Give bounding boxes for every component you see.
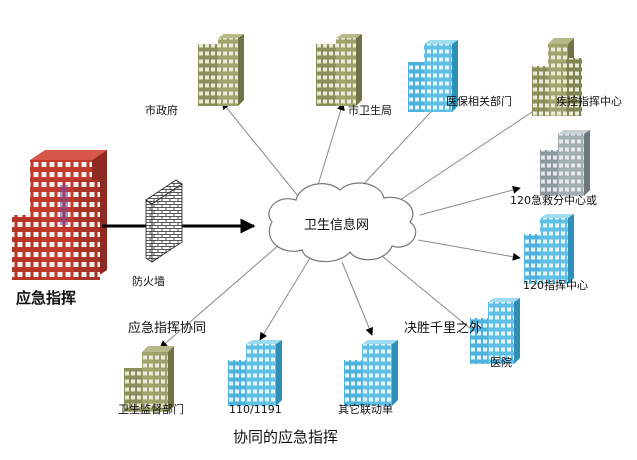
link-city-gov — [221, 101, 299, 197]
link-cdc — [399, 97, 554, 201]
police-110-building-icon — [228, 340, 282, 406]
label-cloud-network: 卫生信息网 — [304, 218, 370, 233]
diagram-title: 协同的应急指挥 — [233, 428, 339, 446]
red-building-icon — [12, 150, 107, 280]
health-supervision-building-icon — [124, 346, 174, 412]
label-cdc: 疾控指挥中心 — [556, 95, 622, 108]
other-units-building-icon — [344, 340, 398, 406]
overlay-text-right: 决胜千里之外 — [404, 321, 483, 336]
link-rescue-120 — [419, 186, 521, 216]
hospital-building-icon — [470, 298, 520, 364]
cloud-icon — [268, 182, 417, 263]
link-medical-insurance — [359, 99, 443, 189]
link-police-110 — [259, 257, 311, 341]
label-police-110: 110/1191 — [229, 403, 282, 416]
link-other-units — [341, 261, 373, 336]
connector-lines — [159, 97, 554, 349]
city-gov-building-icon — [198, 34, 244, 106]
link-command-120 — [417, 239, 521, 261]
label-health-supervision: 卫生监督部门 — [118, 403, 184, 416]
overlay-text-left: 应急指挥协同 — [128, 321, 207, 336]
medical-insurance-building-icon — [408, 40, 458, 112]
label-rescue-120: 120急救分中心或 — [510, 194, 597, 207]
label-source-command: 应急指挥 — [16, 289, 77, 307]
link-health-supervision — [159, 243, 281, 349]
link-hospital — [381, 255, 483, 339]
label-city-gov: 市政府 — [145, 104, 178, 117]
rescue-120-building-icon — [540, 130, 590, 196]
city-health-building-icon — [316, 34, 362, 106]
label-city-health: 市卫生局 — [348, 104, 392, 117]
label-medical-insurance: 医保相关部门 — [446, 95, 512, 108]
command-120-building-icon — [524, 214, 574, 284]
firewall-icon — [145, 179, 183, 263]
label-firewall: 防火墙 — [132, 275, 165, 288]
link-city-health — [317, 102, 345, 186]
label-hospital: 医院 — [490, 356, 512, 369]
label-command-120: 120指挥中心 — [523, 279, 588, 292]
cdc-building-icon — [532, 38, 582, 116]
label-other-units: 其它联动单 — [338, 403, 393, 416]
